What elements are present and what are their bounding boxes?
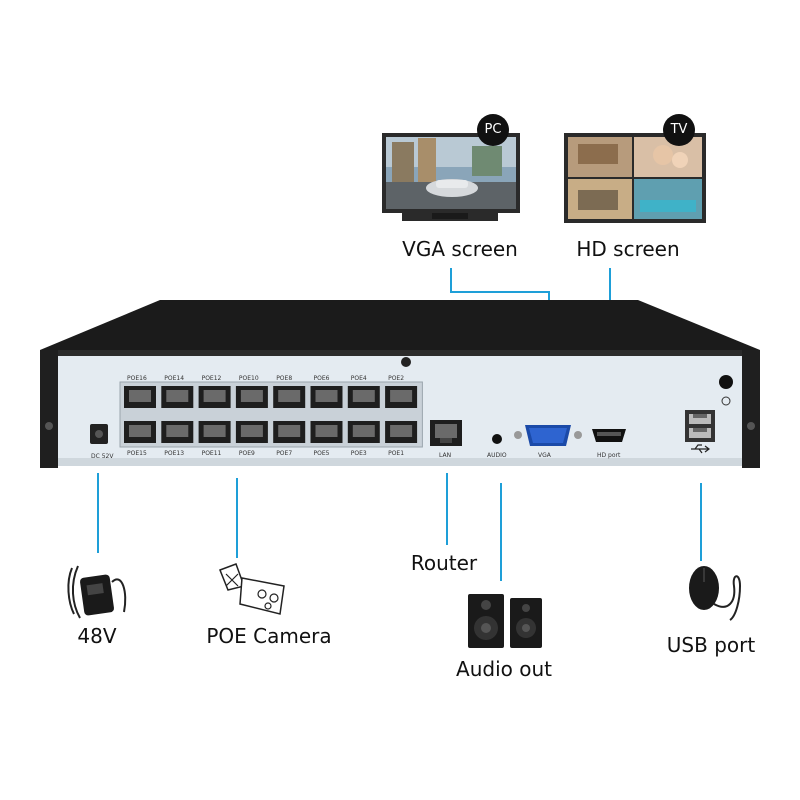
poe-port-contacts (352, 425, 375, 437)
poe-port-label: POE3 (351, 450, 367, 457)
hd-port (592, 429, 626, 442)
audio-jack (492, 434, 502, 444)
poe-connector-line (236, 478, 238, 558)
poe-port-label: POE16 (127, 375, 147, 382)
poe-port-contacts (240, 425, 263, 437)
poe-port-label: POE9 (239, 450, 255, 457)
usb-port-label: USB port (666, 633, 756, 657)
poe-port-label: POE15 (127, 450, 147, 457)
power-adapter-icon (67, 565, 127, 619)
poe-port-label: POE5 (314, 450, 330, 457)
poe-port-label: POE11 (202, 450, 222, 457)
poe-port-label: POE7 (276, 450, 292, 457)
usb-connector-line (700, 483, 702, 561)
audio-connector-line (500, 483, 502, 581)
usb-ports (685, 410, 715, 454)
poe-port-label: POE8 (276, 375, 292, 382)
poe-port-label: POE2 (388, 375, 404, 382)
vga-connector-line-h (450, 291, 550, 293)
tv-badge: TV (663, 114, 695, 146)
pc-badge: PC (477, 114, 509, 146)
hd-port-label: HD port (597, 452, 621, 459)
poe-port-contacts (390, 390, 413, 402)
vga-label: VGA (538, 452, 552, 459)
poe-port-contacts (315, 425, 338, 437)
audio-out-label: Audio out (456, 657, 552, 681)
dc-label: DC 52V (91, 453, 114, 460)
poe-port-contacts (278, 390, 301, 402)
poe-port-contacts (203, 390, 226, 402)
audio-label: AUDIO (487, 452, 507, 459)
poe-port-contacts (352, 390, 375, 402)
poe-port-label: POE4 (351, 375, 367, 382)
poe-camera-icon (219, 563, 285, 615)
vga-connector-line-v1 (450, 268, 452, 292)
poe-port-contacts (390, 425, 413, 437)
poe-port-label: POE12 (202, 375, 222, 382)
power-label: 48V (77, 624, 117, 648)
poe-port-label: POE14 (164, 375, 184, 382)
mouse-icon (689, 566, 742, 621)
speakers-icon (468, 594, 542, 648)
router-connector-line (446, 473, 448, 545)
power-button (719, 375, 733, 389)
poe-port-label: POE6 (314, 375, 330, 382)
lan-port (430, 420, 462, 446)
poe-port-contacts (315, 390, 338, 402)
poe-port-label: POE1 (388, 450, 404, 457)
pc-monitor (382, 133, 520, 221)
poe-port-label: POE10 (239, 375, 259, 382)
hd-screen-label: HD screen (576, 237, 680, 261)
poe-port-contacts (203, 425, 226, 437)
poe-port-label: POE13 (164, 450, 184, 457)
poe-camera-label: POE Camera (206, 624, 332, 648)
lan-label: LAN (439, 452, 451, 459)
tv-monitor (564, 133, 706, 223)
poe-port-contacts (129, 390, 151, 402)
poe-port-contacts (166, 390, 189, 402)
poe-port-contacts (166, 425, 189, 437)
poe-port-contacts (278, 425, 301, 437)
dc-jack (90, 424, 108, 444)
power-connector-line (97, 473, 99, 553)
router-label: Router (410, 551, 478, 575)
poe-port-contacts (240, 390, 263, 402)
vga-port (514, 425, 582, 446)
vga-screen-label: VGA screen (402, 237, 518, 261)
poe-port-contacts (129, 425, 151, 437)
